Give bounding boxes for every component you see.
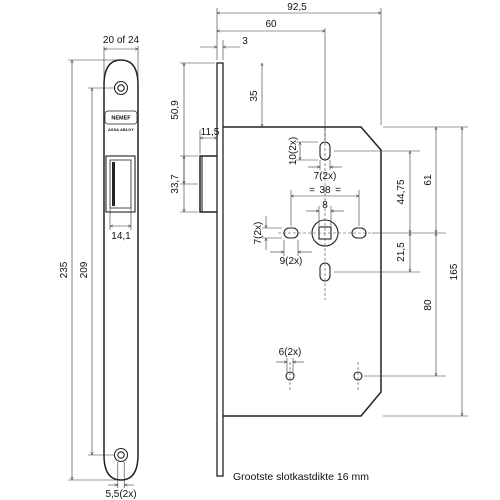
dim-faceplate-width: 20 of 24: [103, 35, 140, 46]
dim-case-height: 165: [449, 263, 460, 280]
lock-case-side-view: [199, 62, 382, 477]
dim-upper-to-spindle: 44,75: [396, 179, 407, 204]
latch-opening-front: [105, 155, 136, 213]
dim-square-spindle: 8: [322, 200, 328, 211]
top-screw-hole-inner: [117, 84, 125, 92]
faceplate-front-view: NEMEF ASSA ABLOY: [103, 59, 139, 481]
faceplate-edge: [216, 62, 224, 477]
faceplate-outline: [103, 59, 139, 481]
dim-upper-slot-width: 7(2x): [314, 171, 337, 182]
dim-overall-height: 235: [59, 261, 70, 278]
brand-logo-text: NEMEF: [111, 116, 131, 122]
dim-latch-from-top: 50,9: [170, 100, 181, 120]
dim-slot-to-spindle: 21,5: [396, 242, 407, 262]
side-dimensions: 92,5 60 3 50,9 35 11,5 33,7 10(2x): [170, 2, 468, 416]
dim-side-hole-height: 7(2x): [253, 222, 264, 245]
dim-spindle-to-bottom-hole: 80: [423, 299, 434, 311]
dim-bottom-hole: 6(2x): [279, 347, 302, 358]
bottom-screw-hole-outer: [113, 447, 129, 463]
dim-upper-slot-height: 10(2x): [288, 137, 299, 165]
dim-hole-spacing-eq-left: =: [309, 185, 315, 196]
bottom-screw-hole-inner: [117, 451, 125, 459]
caption-text: Grootste slotkastdikte 16 mm: [233, 471, 369, 483]
dim-total-depth: 92,5: [287, 2, 307, 13]
dim-hole-spacing-eq-right: =: [335, 185, 341, 196]
dim-latch-opening-width: 14,1: [111, 231, 131, 242]
dim-screw-hole: 5,5(2x): [105, 489, 136, 500]
latch-bolt-slot-front: [112, 162, 115, 206]
dim-faceplate-thickness: 3: [242, 36, 248, 47]
dim-side-hole-width: 9(2x): [280, 256, 303, 267]
top-screw-hole-outer: [113, 80, 129, 96]
latch-bolt-side: [199, 155, 217, 213]
brand-badge: [104, 110, 138, 125]
front-dimensions: 20 of 24 235 209 5,5(2x) 14,1: [59, 35, 140, 500]
dim-latch-projection: 11,5: [201, 127, 220, 138]
dim-backset: 60: [265, 19, 277, 30]
brand-sub-text: ASSA ABLOY: [108, 127, 134, 132]
dim-top-to-spindle: 61: [423, 174, 434, 186]
dim-hole-spacing: 38: [319, 185, 331, 196]
case-body: [223, 126, 382, 417]
dim-latch-height: 33,7: [170, 174, 181, 194]
latch-bolt-front: [109, 159, 132, 209]
dim-screw-spacing: 209: [79, 261, 90, 278]
dim-bolt-top-offset: 35: [249, 90, 260, 102]
